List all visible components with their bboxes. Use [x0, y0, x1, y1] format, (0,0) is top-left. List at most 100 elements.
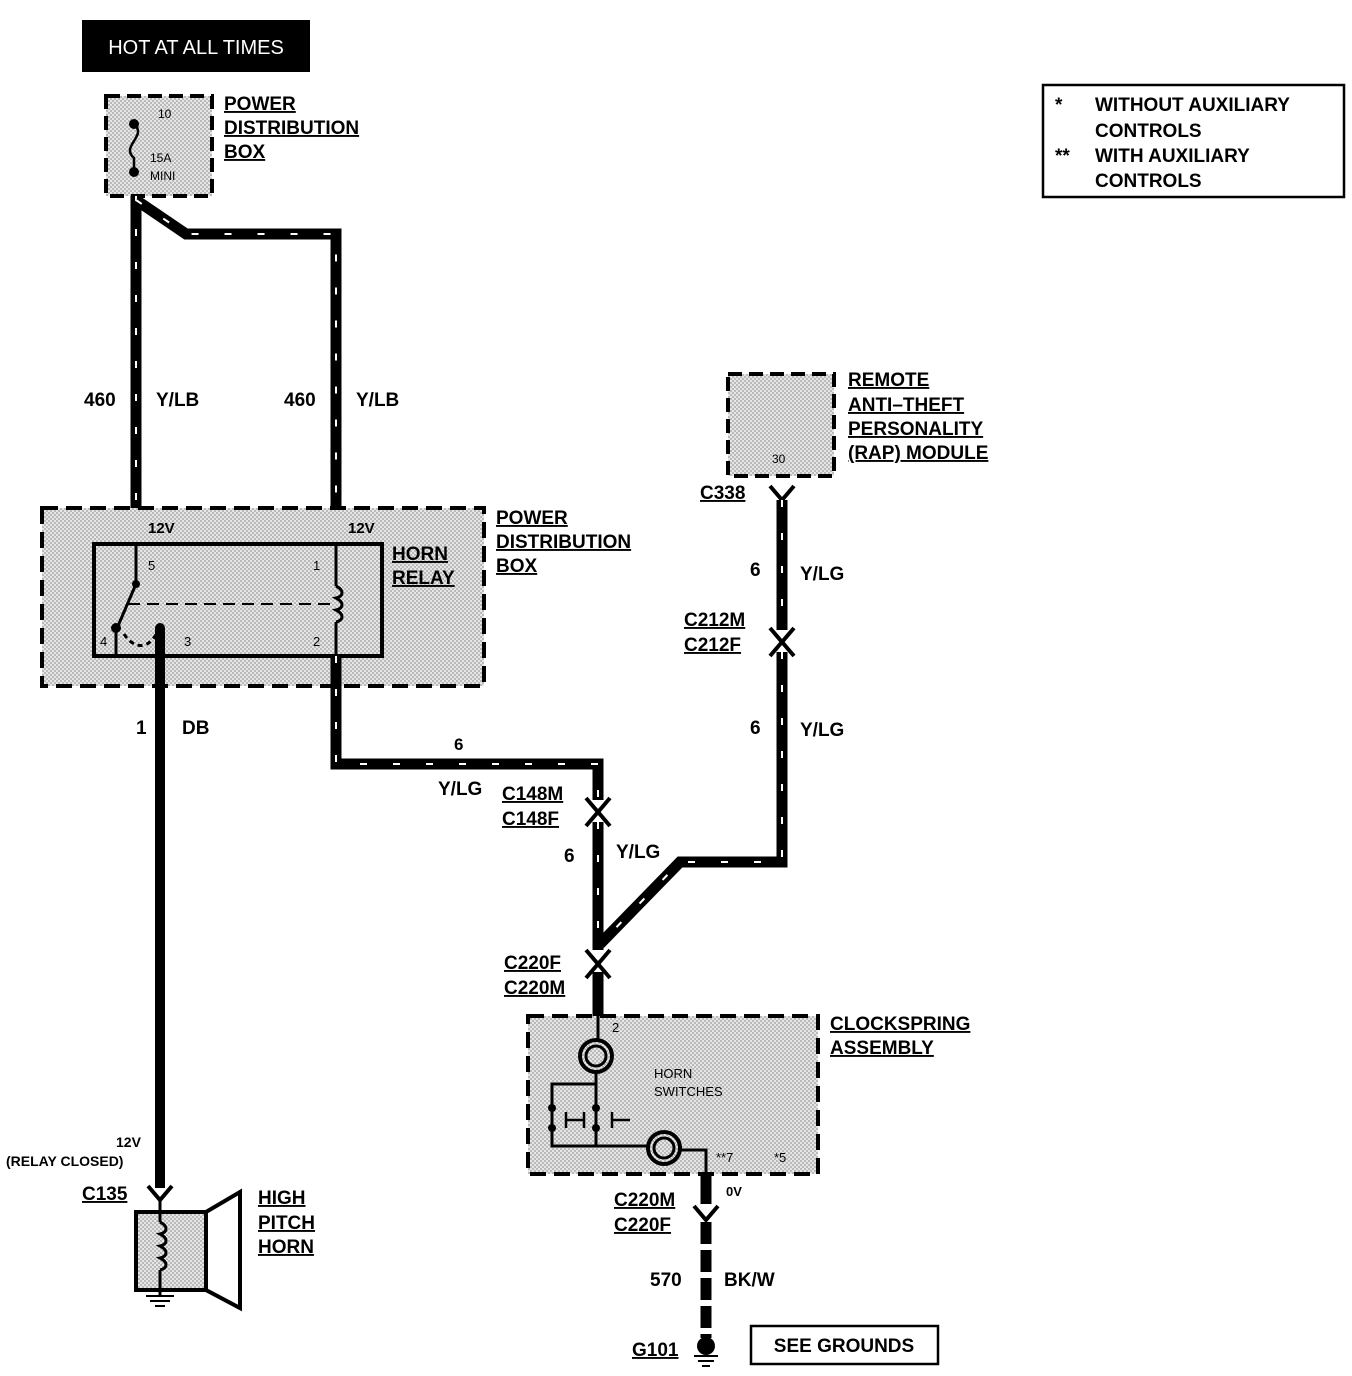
clockspring-pin-7: **7 — [716, 1150, 733, 1165]
connector-c212 — [768, 626, 796, 658]
horn-relay-closed-note: (RELAY CLOSED) — [6, 1153, 123, 1169]
connector-c212m: C212M — [684, 610, 745, 631]
clockspring-name-1: CLOCKSPRING — [830, 1014, 970, 1035]
relay-name-1: HORN — [392, 544, 448, 565]
connector-c212f: C212F — [684, 635, 741, 656]
pdb-voltage-right: 12V — [348, 520, 375, 537]
wire-rap-upper-color: Y/LG — [800, 564, 844, 585]
fuse-terminal-bottom — [129, 167, 139, 177]
wire-db-circuit: 1 — [136, 718, 147, 739]
wire-right-color: Y/LB — [356, 390, 399, 411]
pdb-main-name-2: DISTRIBUTION — [496, 532, 631, 553]
connector-c220m-bottom: C220M — [614, 1190, 675, 1211]
wire-460-ylb — [130, 195, 342, 520]
relay-switch-arm — [116, 583, 138, 627]
connector-c220f-top: C220F — [504, 953, 561, 974]
legend-text-1: WITHOUT AUXILIARY — [1095, 95, 1290, 116]
fuse-box-top: 10 15A MINI — [104, 94, 214, 198]
relay-pin-1: 1 — [313, 558, 320, 573]
relay-pin-4: 4 — [100, 634, 107, 649]
clockspring-coil-bottom — [646, 1130, 682, 1166]
connector-c148 — [584, 796, 612, 828]
legend-box: * WITHOUT AUXILIARY CONTROLS ** WITH AUX… — [1041, 83, 1346, 199]
clockspring-pin-2: 2 — [612, 1020, 619, 1035]
legend-text-2: WITH AUXILIARY — [1095, 146, 1250, 167]
connector-c220f-bottom: C220F — [614, 1215, 671, 1236]
wire-db-color: DB — [182, 718, 209, 739]
pdb-main-name-1: POWER — [496, 508, 568, 529]
wire-rap-upper-circuit: 6 — [750, 560, 761, 581]
horn-voltage: 12V — [116, 1134, 142, 1150]
fuse-amperage: 15A — [150, 151, 171, 165]
wire-ground-color: BK/W — [724, 1270, 775, 1291]
connector-c338: C338 — [700, 483, 745, 504]
horn-switches-label-1: HORN — [654, 1066, 692, 1081]
connector-c220-bottom — [692, 1174, 720, 1224]
horn-switch-1 — [564, 1112, 586, 1128]
wire-relay-out-circuit: 6 — [454, 735, 463, 754]
connector-c338-symbol — [768, 484, 796, 504]
connector-c220m-top: C220M — [504, 978, 565, 999]
legend-mark-1: * — [1055, 95, 1063, 116]
fuse-element — [128, 123, 140, 172]
pdb-top-name-2: DISTRIBUTION — [224, 118, 359, 139]
see-grounds-label: SEE GROUNDS — [774, 1336, 914, 1357]
relay-pin-3: 3 — [184, 634, 191, 649]
horn-bell-icon — [204, 1188, 242, 1312]
wire-6-ylg-relay-out — [330, 656, 604, 800]
see-grounds-box: SEE GROUNDS — [749, 1324, 940, 1366]
rap-name-4: (RAP) MODULE — [848, 443, 988, 464]
high-pitch-horn — [134, 1184, 242, 1312]
rap-name-2: ANTI–THEFT — [848, 395, 965, 416]
ground-g101-label: G101 — [632, 1340, 679, 1361]
horn-ground-icon — [146, 1295, 174, 1307]
pdb-top-name-1: POWER — [224, 94, 296, 115]
wire-right-circuit: 460 — [284, 390, 316, 411]
power-distribution-box-main — [40, 506, 486, 688]
relay-pin-5: 5 — [148, 558, 155, 573]
connector-c148f: C148F — [502, 809, 559, 830]
fuse-number: 10 — [158, 107, 172, 121]
horn-name-2: PITCH — [258, 1213, 315, 1234]
wire-mid-circuit: 6 — [564, 846, 575, 867]
legend-text-1b: CONTROLS — [1095, 121, 1202, 142]
clockspring-name-2: ASSEMBLY — [830, 1038, 934, 1059]
connector-c135-symbol — [146, 1184, 174, 1204]
horn-switch-2 — [610, 1112, 630, 1128]
horn-coil — [155, 1220, 168, 1272]
wire-rap-lower-color: Y/LG — [800, 720, 844, 741]
clockspring-pin-5: *5 — [774, 1150, 786, 1165]
hot-label: HOT AT ALL TIMES — [108, 37, 284, 59]
legend-text-2b: CONTROLS — [1095, 171, 1202, 192]
ground-g101-icon — [694, 1337, 718, 1367]
rap-name-1: REMOTE — [848, 370, 929, 391]
wire-left-circuit: 460 — [84, 390, 116, 411]
connector-c135: C135 — [82, 1184, 128, 1205]
pdb-voltage-left: 12V — [148, 520, 175, 537]
wire-mid-color: Y/LG — [616, 842, 660, 863]
clockspring-voltage: 0V — [726, 1184, 742, 1199]
fuse-type: MINI — [150, 169, 175, 183]
hot-at-all-times-banner: HOT AT ALL TIMES — [82, 20, 310, 72]
connector-c220-top — [584, 948, 612, 1018]
wire-6-ylg-rap-lower — [596, 652, 788, 948]
relay-name-2: RELAY — [392, 568, 455, 589]
horn-switches-label-2: SWITCHES — [654, 1084, 723, 1099]
wire-left-color: Y/LB — [156, 390, 199, 411]
relay-pin-2: 2 — [313, 634, 320, 649]
horn-name-3: HORN — [258, 1237, 314, 1258]
rap-module — [726, 372, 836, 478]
horn-name-1: HIGH — [258, 1188, 306, 1209]
wire-rap-lower-circuit: 6 — [750, 718, 761, 739]
rap-pin-30: 30 — [772, 452, 786, 466]
pdb-top-name-3: BOX — [224, 142, 266, 163]
wire-relay-out-color: Y/LG — [438, 779, 482, 800]
connector-c148m: C148M — [502, 784, 563, 805]
wire-ground-circuit: 570 — [650, 1270, 682, 1291]
clockspring-assembly — [526, 1014, 820, 1176]
legend-mark-2: ** — [1055, 146, 1070, 167]
pdb-main-name-3: BOX — [496, 556, 538, 577]
rap-name-3: PERSONALITY — [848, 419, 983, 440]
relay-coil — [331, 584, 344, 624]
